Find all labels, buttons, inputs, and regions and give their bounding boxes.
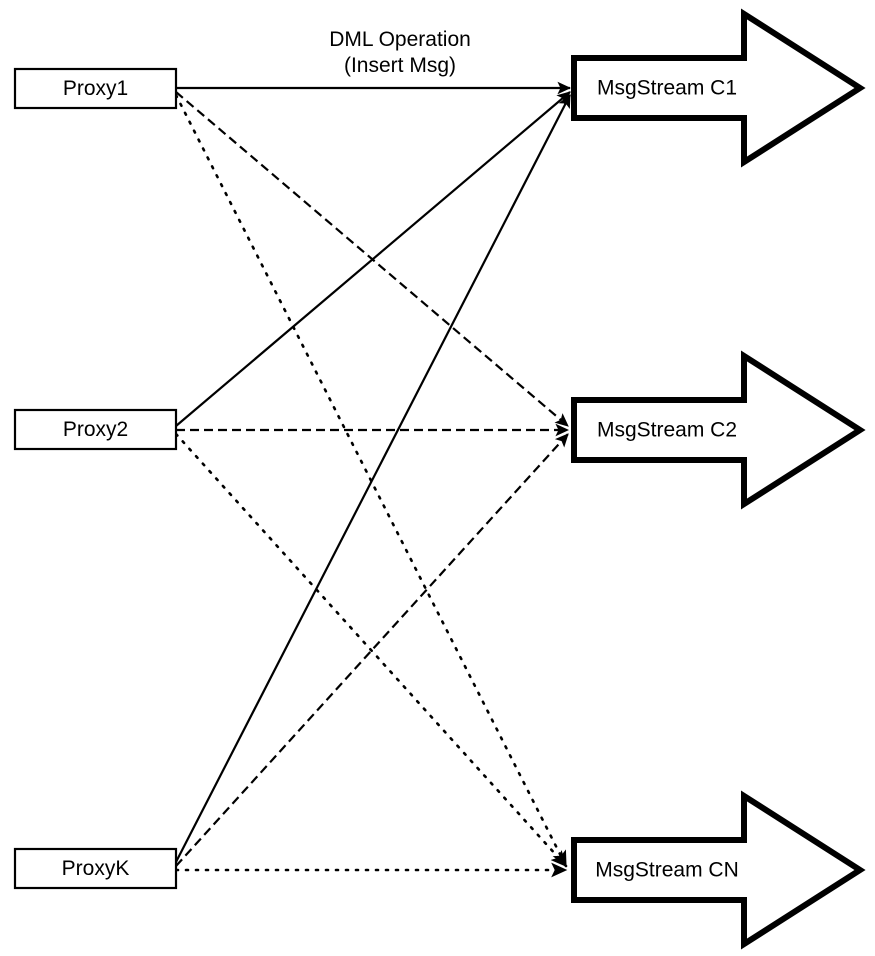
caption-line-1: DML Operation <box>329 28 471 51</box>
proxy-layer: Proxy1 Proxy2 ProxyK <box>13 67 178 890</box>
link-proxy2-to-cn <box>174 432 568 868</box>
link-proxy2-to-c1 <box>175 91 571 427</box>
msgstream-c2-shape <box>571 350 866 510</box>
msgstream-c1[interactable]: MsgStream C1 <box>571 8 866 168</box>
msgstream-layer: MsgStream C1 MsgStream C2 MsgStream CN <box>571 8 866 950</box>
proxy-node-proxy2[interactable]: Proxy2 <box>13 408 178 451</box>
proxy-node-proxy1[interactable]: Proxy1 <box>13 67 178 110</box>
msgstream-c2[interactable]: MsgStream C2 <box>571 350 866 510</box>
link-layer <box>174 81 572 878</box>
link-proxyk-to-c1 <box>175 94 571 863</box>
proxyk-label: ProxyK <box>62 857 130 880</box>
caption-line-2: (Insert Msg) <box>344 54 456 77</box>
proxyk-box <box>13 847 178 890</box>
proxy1-label: Proxy1 <box>63 77 128 100</box>
msgstream-cn[interactable]: MsgStream CN <box>571 790 866 950</box>
msgstream-cn-label: MsgStream CN <box>595 859 739 882</box>
msgstream-c1-shape <box>571 8 866 168</box>
dml-operation-caption: DML Operation (Insert Msg) <box>329 28 471 77</box>
proxy2-label: Proxy2 <box>63 418 128 441</box>
msgstream-cn-shape <box>571 790 866 950</box>
msgstream-c2-label: MsgStream C2 <box>597 419 737 442</box>
proxy2-box <box>13 408 178 451</box>
proxy-node-proxyk[interactable]: ProxyK <box>13 847 178 890</box>
proxy1-box <box>13 67 178 110</box>
msgstream-c1-label: MsgStream C1 <box>597 77 737 100</box>
